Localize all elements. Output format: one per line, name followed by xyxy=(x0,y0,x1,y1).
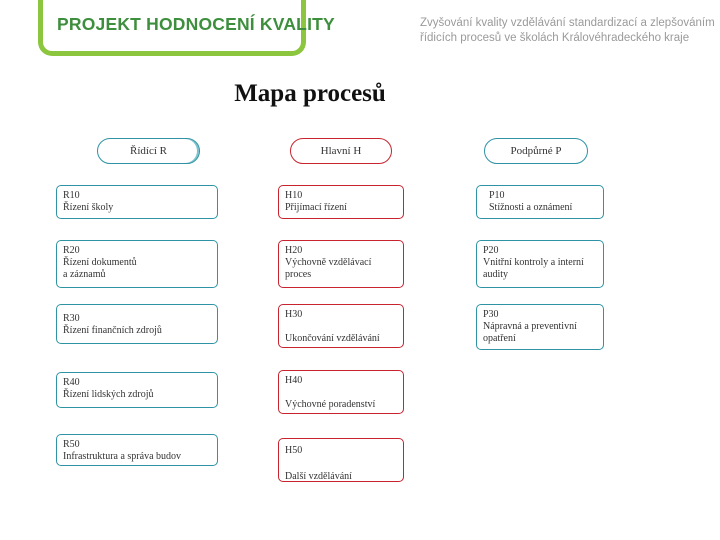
process-name: Výchovně vzdělávací proces xyxy=(285,257,372,280)
process-box-h40: H40 Výchovné poradenství xyxy=(278,370,404,414)
process-code: P10 xyxy=(489,190,505,201)
logo-text: PROJEKT HODNOCENÍ KVALITY xyxy=(57,14,335,34)
process-box-h50: H50 Další vzdělávání xyxy=(278,438,404,482)
page-header: PROJEKT HODNOCENÍ KVALITY Zvyšování kval… xyxy=(0,0,720,62)
process-name: Řízení lidských zdrojů xyxy=(63,389,154,400)
process-box-p20: P20 Vnitřní kontroly a interní audity xyxy=(476,240,604,288)
process-box-r50: R50 Infrastruktura a správa budov xyxy=(56,434,218,466)
process-name: Přijímací řízení xyxy=(285,202,347,213)
process-name: Výchovné poradenství xyxy=(285,399,376,410)
column-header-podpurne: Podpůrné P xyxy=(484,138,588,164)
process-name: Další vzdělávání xyxy=(285,471,352,482)
process-name: Vnitřní kontroly a interní audity xyxy=(483,257,584,280)
process-name: Ukončování vzdělávání xyxy=(285,333,380,344)
process-name: Stížnosti a oznámení xyxy=(489,202,573,213)
project-logo: PROJEKT HODNOCENÍ KVALITY xyxy=(38,0,335,56)
tagline-line-2: řídicích procesů ve školách Královéhrade… xyxy=(420,32,690,44)
process-name: Nápravná a preventivní opatření xyxy=(483,321,577,344)
process-box-h30: H30 Ukončování vzdělávání xyxy=(278,304,404,348)
process-code: R50 xyxy=(63,439,80,450)
process-code: H50 xyxy=(285,445,303,456)
column-header-hlavni: Hlavní H xyxy=(290,138,392,164)
process-name: Řízení školy xyxy=(63,202,114,213)
process-box-r30: R30 Řízení finančních zdrojů xyxy=(56,304,218,344)
column-header-ridici: Řídící R xyxy=(97,138,200,164)
process-code: P30 xyxy=(483,309,499,320)
process-box-r20: R20 Řízení dokumentů a záznamů xyxy=(56,240,218,288)
project-tagline: Zvyšování kvality vzdělávání standardiza… xyxy=(420,16,715,46)
process-box-p30: P30 Nápravná a preventivní opatření xyxy=(476,304,604,350)
process-box-r40: R40 Řízení lidských zdrojů xyxy=(56,372,218,408)
process-code: H30 xyxy=(285,309,303,320)
process-name: Řízení dokumentů a záznamů xyxy=(63,257,137,280)
process-code: R30 xyxy=(63,313,80,324)
process-box-h10: H10 Přijímací řízení xyxy=(278,185,404,219)
process-code: R10 xyxy=(63,190,80,201)
process-name: Infrastruktura a správa budov xyxy=(63,451,182,462)
process-box-r10: R10 Řízení školy xyxy=(56,185,218,219)
process-code: H40 xyxy=(285,375,303,386)
process-box-p10: P10 Stížnosti a oznámení xyxy=(476,185,604,219)
process-code: R40 xyxy=(63,377,80,388)
process-code: R20 xyxy=(63,245,80,256)
process-box-h20: H20 Výchovně vzdělávací proces xyxy=(278,240,404,288)
process-code: H20 xyxy=(285,245,303,256)
process-name: Řízení finančních zdrojů xyxy=(63,325,162,336)
tagline-line-1: Zvyšování kvality vzdělávání standardiza… xyxy=(420,17,715,29)
process-code: P20 xyxy=(483,245,499,256)
process-code: H10 xyxy=(285,190,303,201)
page-title: Mapa procesů xyxy=(234,80,386,107)
